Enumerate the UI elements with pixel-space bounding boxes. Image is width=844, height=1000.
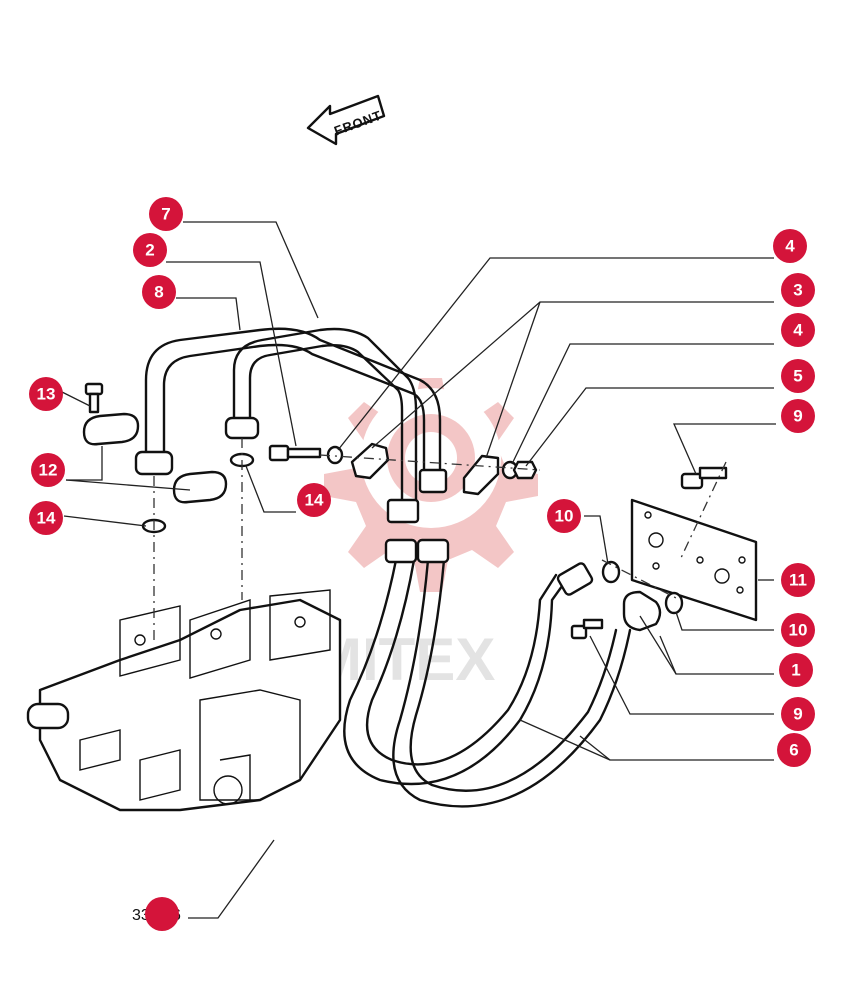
callout-8[interactable]: 8 xyxy=(142,275,176,309)
assembly-centerlines xyxy=(153,438,727,640)
svg-text:10: 10 xyxy=(789,621,808,640)
svg-text:14: 14 xyxy=(37,509,56,528)
control-valve-block xyxy=(26,589,342,812)
svg-text:4: 4 xyxy=(793,321,803,340)
svg-text:5: 5 xyxy=(793,367,802,386)
callout-7[interactable]: 7 xyxy=(149,197,183,231)
callout-4-lower[interactable]: 4 xyxy=(781,313,815,347)
watermark-text: MITEX xyxy=(312,626,495,693)
svg-text:6: 6 xyxy=(789,741,798,760)
callout-10-left[interactable]: 10 xyxy=(547,499,581,533)
callout-14-left[interactable]: 14 xyxy=(29,501,63,535)
callout-13[interactable]: 13 xyxy=(29,377,63,411)
callout-9-bottom[interactable]: 9 xyxy=(781,697,815,731)
callout-5[interactable]: 5 xyxy=(781,359,815,393)
callout-11[interactable]: 11 xyxy=(781,563,815,597)
svg-text:2: 2 xyxy=(145,241,154,260)
leader-lines xyxy=(61,221,776,919)
svg-text:14: 14 xyxy=(305,491,324,510)
svg-text:3: 3 xyxy=(793,281,802,300)
callout-3[interactable]: 3 xyxy=(781,273,815,307)
svg-text:4: 4 xyxy=(785,237,795,256)
svg-text:11: 11 xyxy=(789,571,807,590)
callout-9-top[interactable]: 9 xyxy=(781,399,815,433)
callout-4-top[interactable]: 4 xyxy=(773,229,807,263)
front-arrow: FRONT xyxy=(306,94,386,146)
callout-reference-dot xyxy=(145,897,179,931)
flexible-hoses xyxy=(343,538,632,808)
callout-2[interactable]: 2 xyxy=(133,233,167,267)
svg-text:9: 9 xyxy=(793,705,802,724)
svg-text:7: 7 xyxy=(161,205,170,224)
callout-14-center[interactable]: 14 xyxy=(297,483,331,517)
callout-10-right[interactable]: 10 xyxy=(781,613,815,647)
callout-1[interactable]: 1 xyxy=(779,653,813,687)
svg-text:8: 8 xyxy=(154,283,163,302)
callout-12[interactable]: 12 xyxy=(31,453,65,487)
svg-text:9: 9 xyxy=(793,407,802,426)
svg-text:13: 13 xyxy=(37,385,56,404)
small-parts xyxy=(82,382,758,640)
svg-text:10: 10 xyxy=(555,507,574,526)
svg-text:12: 12 xyxy=(39,461,58,480)
svg-text:1: 1 xyxy=(791,661,800,680)
callout-6[interactable]: 6 xyxy=(777,733,811,767)
